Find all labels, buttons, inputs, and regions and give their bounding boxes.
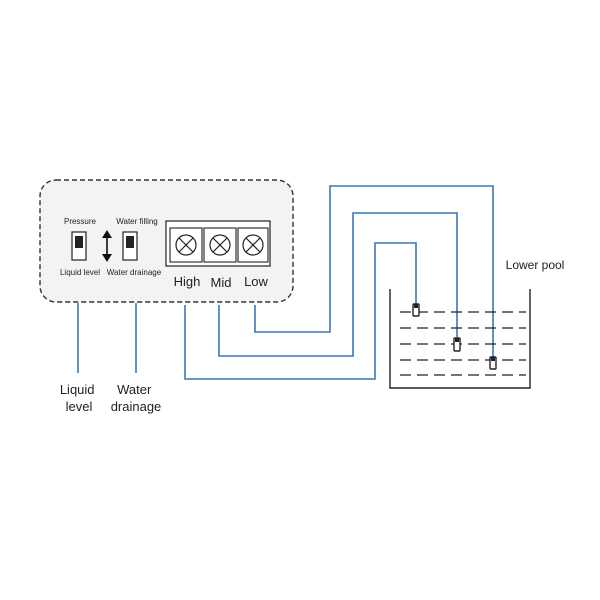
wires [77,185,494,380]
wire-mid [218,212,458,357]
switch-left-top-label: Pressure [64,217,97,226]
controller-box: Pressure Liquid level Water filling Wate… [39,179,294,303]
water-drainage-callout-line1: Water [117,382,152,397]
terminal-block [165,220,271,267]
double-arrow-icon [102,230,112,262]
liquid-level-callout-line1: Liquid [60,382,95,397]
water-lines [400,311,526,376]
water-drainage-callout: Water drainage [111,382,162,414]
terminal-mid[interactable] [203,227,237,263]
switch-left-bottom-label: Liquid level [60,268,100,277]
terminal-high[interactable] [169,227,203,263]
probe-low [489,356,497,370]
terminal-mid-label: Mid [211,275,232,290]
liquid-level-callout: Liquid level [60,382,98,414]
liquid-level-callout-line2: level [66,399,93,414]
switch-lever [75,236,83,248]
wire-low [254,185,494,358]
probe-mid [453,337,461,352]
wire-high [184,242,417,380]
pool-outline [389,289,531,389]
switch-right-bottom-label: Water drainage [107,268,162,277]
terminal-low-label: Low [244,274,268,289]
switch-right-top-label: Water filling [116,217,158,226]
switch-pressure-liquid-level[interactable] [71,231,87,261]
terminal-low[interactable] [237,227,269,263]
terminal-high-label: High [174,274,201,289]
lower-pool-label: Lower pool [506,258,565,272]
lower-pool [389,289,531,389]
water-drainage-callout-line2: drainage [111,399,162,414]
switch-filling-drainage[interactable] [122,231,138,261]
switch-lever [126,236,134,248]
probe-high [412,303,420,317]
